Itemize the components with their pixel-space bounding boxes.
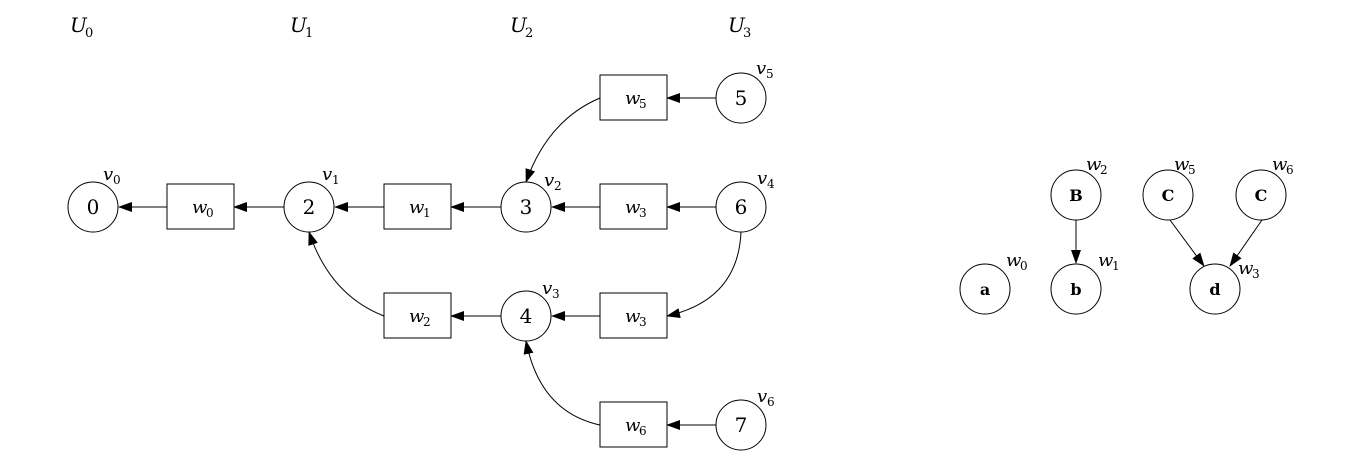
edge-w6-to-4 [523,340,601,426]
node-7: 7 v 6 [715,386,775,451]
svg-text:0: 0 [1020,259,1028,273]
edge-w2-to-2 [308,231,385,317]
svg-text:3: 3 [552,287,560,301]
svg-text:w: w [1174,154,1190,175]
svg-text:B: B [1069,186,1083,205]
edge-6-to-w3b [666,231,742,319]
svg-text:1: 1 [305,26,313,41]
svg-text:1: 1 [1112,259,1120,273]
node-a: a w 0 [959,250,1028,315]
svg-text:w: w [1238,258,1254,279]
svg-text:v: v [103,164,113,185]
svg-text:3: 3 [520,195,533,219]
svg-text:6: 6 [639,424,647,438]
edge-w5-to-3 [525,97,601,183]
svg-text:v: v [542,278,552,299]
svg-text:b: b [1070,280,1081,299]
svg-text:w: w [1098,250,1114,271]
box-w5: w 5 [599,74,668,121]
svg-text:3: 3 [1252,267,1260,281]
svg-text:2: 2 [525,26,533,41]
node-5: 5 v 5 [715,58,774,124]
svg-text:5: 5 [639,97,647,111]
svg-text:U: U [290,13,308,37]
svg-text:w: w [192,197,208,218]
node-b: b w 1 [1050,250,1120,315]
svg-text:v: v [322,164,332,185]
column-header-u3: U 3 [728,13,751,41]
box-w1: w 1 [383,183,452,230]
svg-text:0: 0 [85,26,93,41]
svg-text:w: w [409,306,425,327]
svg-text:1: 1 [332,173,340,187]
svg-text:3: 3 [639,206,647,220]
svg-text:5: 5 [766,67,774,81]
node-C-w5: C w 5 [1142,154,1196,221]
column-header-u0: U 0 [70,13,93,41]
svg-text:w: w [1086,154,1102,175]
node-4: 4 v 3 [500,278,560,342]
svg-text:0: 0 [87,195,100,219]
box-w3-top: w 3 [599,183,668,230]
svg-text:w: w [625,197,641,218]
svg-text:0: 0 [206,206,214,220]
box-w2: w 2 [383,292,452,339]
svg-text:d: d [1209,280,1220,299]
svg-text:w: w [625,306,641,327]
node-d: d w 3 [1189,258,1260,315]
svg-text:2: 2 [303,195,316,219]
svg-text:2: 2 [423,315,431,329]
svg-text:v: v [757,168,767,189]
svg-text:1: 1 [423,206,431,220]
svg-text:v: v [757,386,767,407]
box-w0: w 0 [166,183,235,230]
column-header-u2: U 2 [510,13,533,41]
svg-text:0: 0 [113,173,121,187]
svg-text:a: a [980,280,990,299]
node-3: 3 v 2 [500,170,562,233]
svg-text:3: 3 [639,315,647,329]
svg-text:6: 6 [1286,163,1294,177]
svg-text:v: v [544,170,554,191]
svg-text:3: 3 [743,26,751,41]
svg-text:6: 6 [735,195,748,219]
svg-text:w: w [625,88,641,109]
svg-text:U: U [70,13,88,37]
svg-text:w: w [625,415,641,436]
svg-text:7: 7 [735,413,748,437]
box-w6: w 6 [599,401,668,448]
box-w3-bottom: w 3 [599,292,668,339]
edge-C2-to-d [1229,219,1263,267]
node-C-w6: C w 6 [1235,154,1294,221]
svg-text:U: U [510,13,528,37]
node-2: 2 v 1 [283,164,340,233]
svg-text:C: C [1255,186,1268,205]
svg-text:5: 5 [735,86,748,110]
edge-C1-to-d [1169,219,1205,267]
svg-text:w: w [409,197,425,218]
node-B: B w 2 [1050,154,1108,221]
svg-text:U: U [728,13,746,37]
node-6: 6 v 4 [715,168,775,233]
svg-text:2: 2 [1100,163,1108,177]
svg-text:4: 4 [767,177,775,191]
svg-text:w: w [1272,154,1288,175]
svg-text:4: 4 [520,304,533,328]
column-header-u1: U 1 [290,13,313,41]
svg-text:v: v [756,58,766,79]
svg-text:5: 5 [1188,163,1196,177]
svg-text:6: 6 [767,395,775,409]
svg-text:C: C [1162,186,1175,205]
node-0: 0 v 0 [67,164,121,233]
svg-text:w: w [1006,250,1022,271]
svg-text:2: 2 [554,179,562,193]
